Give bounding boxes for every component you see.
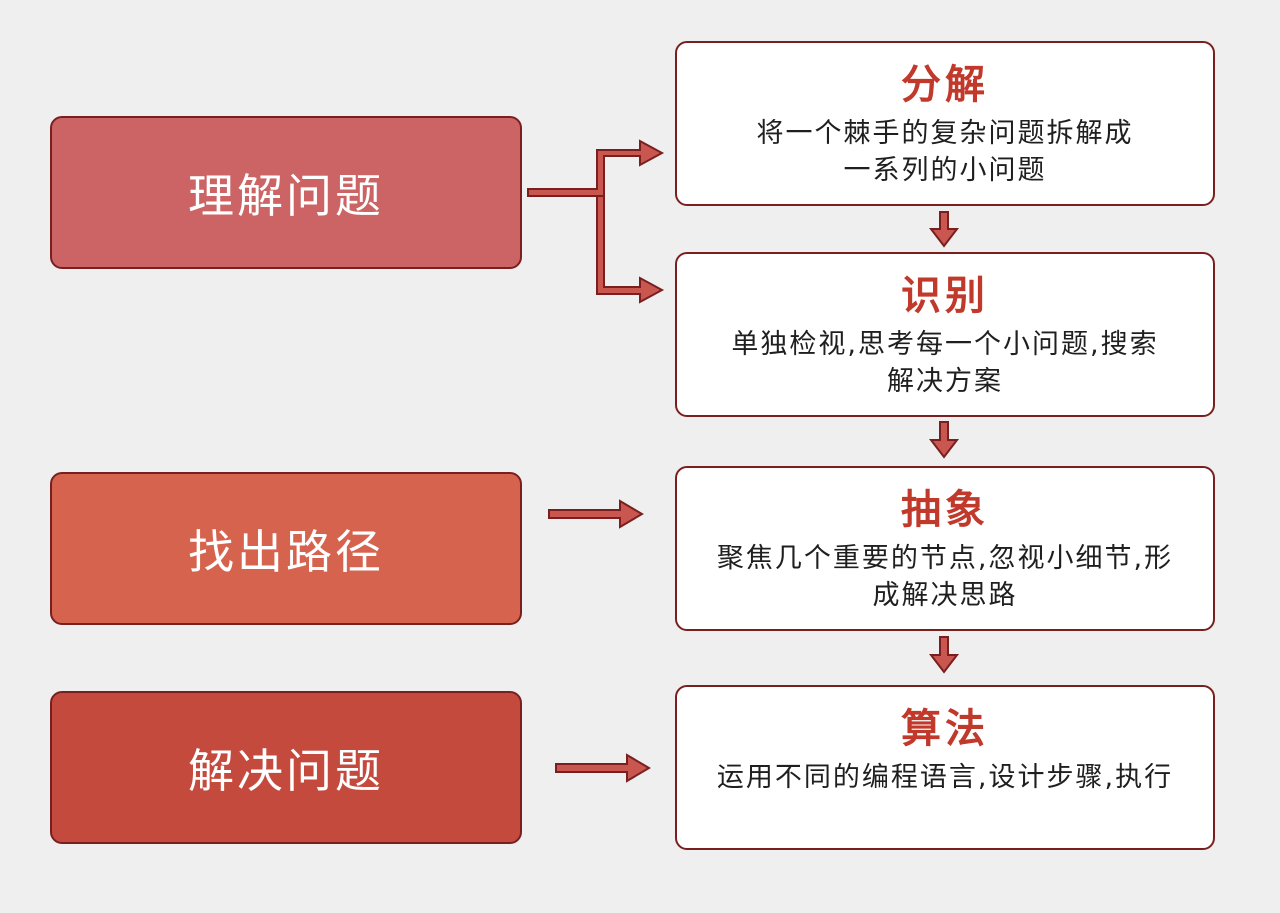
step-abstraction: 抽象 聚焦几个重要的节点,忽视小细节,形成解决思路 bbox=[675, 466, 1215, 631]
branch-arrow-upper bbox=[527, 139, 665, 197]
stage-label: 解决问题 bbox=[188, 743, 384, 798]
step-title: 抽象 bbox=[901, 487, 989, 533]
arrow-down-1 bbox=[928, 211, 960, 248]
stage-label: 理解问题 bbox=[188, 168, 384, 223]
arrow-down-2 bbox=[928, 421, 960, 459]
arrow-solve-to-algorithm bbox=[555, 753, 651, 783]
stage-find-path: 找出路径 bbox=[50, 472, 522, 625]
step-title: 分解 bbox=[901, 62, 989, 108]
step-description: 运用不同的编程语言,设计步骤,执行 bbox=[716, 762, 1174, 793]
step-title: 识别 bbox=[901, 273, 989, 319]
step-decomposition: 分解 将一个棘手的复杂问题拆解成一系列的小问题 bbox=[675, 41, 1215, 206]
stage-understand-problem: 理解问题 bbox=[50, 116, 522, 269]
stage-label: 找出路径 bbox=[188, 524, 384, 579]
arrow-down-3 bbox=[928, 636, 960, 674]
step-title: 算法 bbox=[901, 706, 989, 752]
step-description: 将一个棘手的复杂问题拆解成一系列的小问题 bbox=[756, 118, 1134, 186]
branch-arrow-lower bbox=[596, 195, 665, 304]
step-description: 聚焦几个重要的节点,忽视小细节,形成解决思路 bbox=[716, 543, 1174, 611]
step-algorithm: 算法 运用不同的编程语言,设计步骤,执行 bbox=[675, 685, 1215, 850]
arrow-find-path-to-abstraction bbox=[548, 499, 644, 529]
step-pattern-recognition: 识别 单独检视,思考每一个小问题,搜索解决方案 bbox=[675, 252, 1215, 417]
stage-solve-problem: 解决问题 bbox=[50, 691, 522, 844]
step-description: 单独检视,思考每一个小问题,搜索解决方案 bbox=[731, 329, 1159, 397]
